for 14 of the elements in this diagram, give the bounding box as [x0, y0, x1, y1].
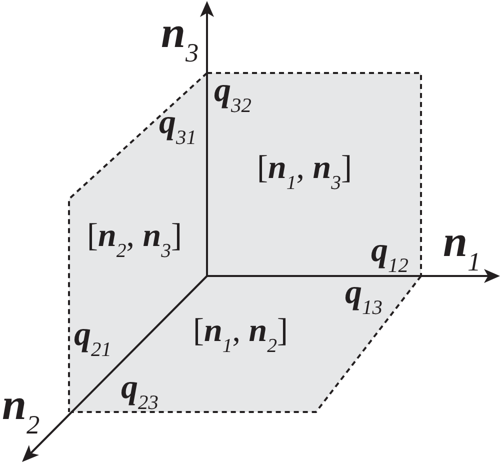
coefficient-label: q$_{21}$: [74, 320, 112, 361]
coefficient-label: q$_{32}$: [214, 76, 252, 117]
plane-label: [n$_{2}$, n$_{3}$]: [87, 222, 182, 262]
axis-label: n$_{1}$: [443, 222, 481, 275]
shaded-plane: [71, 276, 421, 412]
coefficient-label: q$_{13}$: [345, 278, 382, 319]
coefficient-label: q$_{12}$: [371, 236, 408, 277]
coefficient-label: q$_{23}$: [121, 373, 158, 414]
shaded-plane: [207, 73, 421, 276]
axis-label: n$_{2}$: [2, 385, 40, 438]
plane-label: [n$_{1}$, n$_{2}$]: [193, 317, 288, 357]
plane-label: [n$_{1}$, n$_{3}$]: [257, 154, 352, 194]
coefficient-label: q$_{31}$: [159, 108, 196, 149]
axis-label: n$_{3}$: [161, 13, 199, 66]
